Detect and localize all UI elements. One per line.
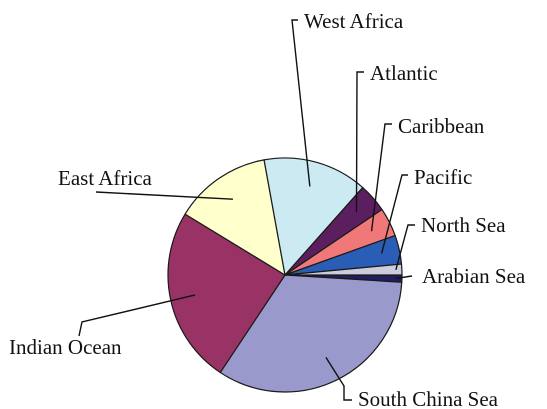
leader-caribbean	[370, 123, 392, 232]
label-pacific: Pacific	[414, 165, 472, 189]
slice-west-africa	[263, 157, 364, 276]
leader-north-sea	[395, 224, 415, 270]
leader-south-china-sea	[325, 357, 352, 401]
slice-east-africa	[184, 159, 286, 276]
label-caribbean: Caribbean	[398, 114, 485, 138]
label-west-africa: West Africa	[304, 9, 404, 33]
label-atlantic: Atlantic	[370, 61, 438, 85]
label-north-sea: North Sea	[421, 213, 506, 237]
label-arabian-sea: Arabian Sea	[422, 264, 526, 288]
slice-north-sea	[284, 263, 403, 276]
leader-indian-ocean	[78, 294, 196, 337]
leader-west-africa	[291, 19, 311, 187]
leader-arabian-sea	[395, 275, 413, 280]
leader-atlantic	[355, 71, 364, 213]
leader-east-africa	[95, 191, 233, 200]
pie-slices	[167, 157, 403, 393]
label-east-africa: East Africa	[58, 166, 153, 190]
leader-lines	[78, 19, 415, 401]
leader-pacific	[380, 174, 408, 254]
slice-labels: Arabian Sea South China Sea Indian Ocean…	[9, 9, 526, 409]
label-indian-ocean: Indian Ocean	[9, 335, 122, 359]
label-south-china-sea: South China Sea	[358, 387, 499, 409]
